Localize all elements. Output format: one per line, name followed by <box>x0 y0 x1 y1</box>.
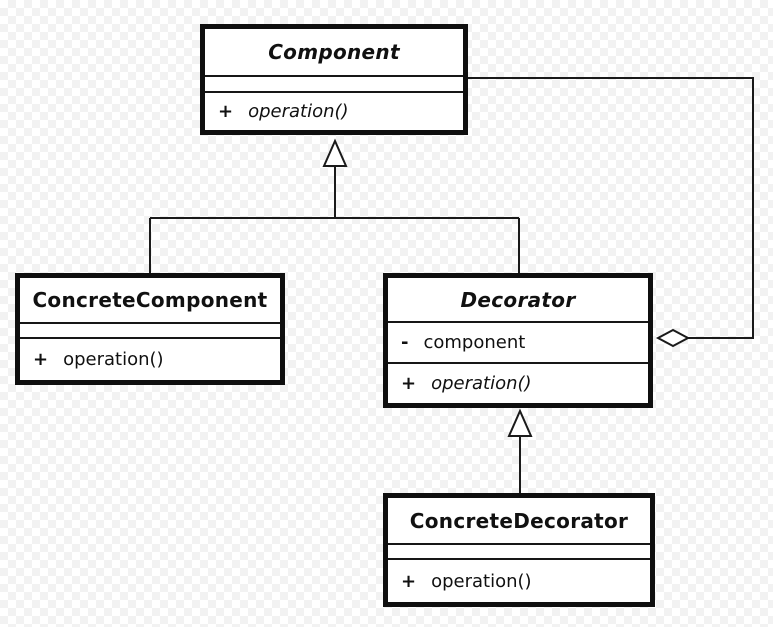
visibility-symbol: - <box>401 332 409 353</box>
method-row: + operation() <box>388 373 648 394</box>
attributes-section <box>388 543 650 560</box>
method-row: + operation() <box>20 349 280 370</box>
class-name: Component <box>268 40 400 64</box>
methods-section: + operation() <box>388 364 648 403</box>
class-box-concretecomponent: ConcreteComponent + operation() <box>15 273 285 385</box>
generalization-triangle-decorator <box>507 408 533 437</box>
class-box-concretedecorator: ConcreteDecorator + operation() <box>383 493 655 607</box>
methods-section: + operation() <box>20 339 280 380</box>
attributes-section <box>205 75 463 93</box>
method-signature: operation() <box>248 101 349 122</box>
methods-section: + operation() <box>205 93 463 130</box>
method-signature: operation() <box>63 349 164 370</box>
visibility-symbol: + <box>401 570 417 592</box>
attribute-row: - component <box>388 332 648 353</box>
attributes-section <box>20 322 280 339</box>
attribute-name: component <box>423 332 526 353</box>
visibility-symbol: + <box>218 101 234 122</box>
aggregation-diamond <box>655 328 691 348</box>
method-row: + operation() <box>388 571 650 592</box>
visibility-symbol: + <box>401 373 417 394</box>
attributes-section: - component <box>388 321 648 364</box>
class-box-decorator: Decorator - component + operation() <box>383 273 653 408</box>
methods-section: + operation() <box>388 560 650 602</box>
visibility-symbol: + <box>33 349 49 370</box>
generalization-triangle-component <box>322 138 348 167</box>
class-name: ConcreteComponent <box>32 288 268 312</box>
method-signature: operation() <box>431 373 532 394</box>
method-row: + operation() <box>205 101 463 122</box>
class-name: ConcreteDecorator <box>409 508 629 533</box>
class-box-component: Component + operation() <box>200 24 468 135</box>
class-name: Decorator <box>460 287 576 312</box>
method-signature: operation() <box>431 570 532 592</box>
